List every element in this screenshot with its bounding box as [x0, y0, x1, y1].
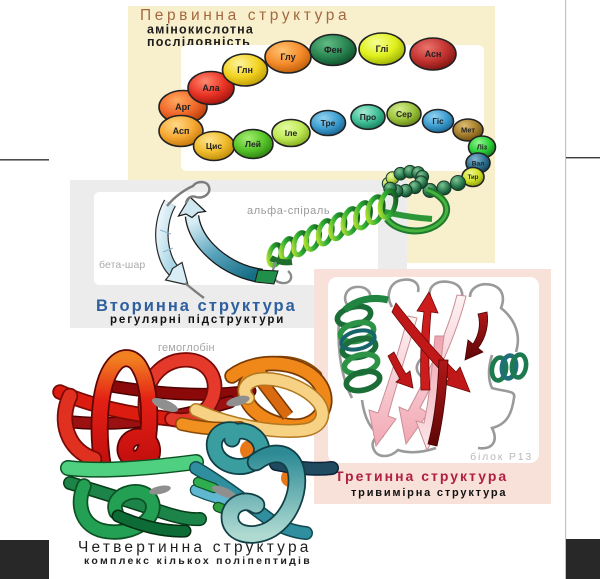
svg-text:Фен: Фен [324, 45, 342, 55]
svg-text:тривимірна структура: тривимірна структура [351, 487, 507, 499]
svg-text:амінокислотна: амінокислотна [147, 23, 254, 37]
svg-text:Сер: Сер [396, 109, 412, 119]
svg-text:білок Р13: білок Р13 [470, 451, 533, 463]
svg-text:Ліз: Ліз [477, 144, 488, 152]
svg-text:Глн: Глн [237, 65, 253, 75]
svg-text:Вторинна структура: Вторинна структура [96, 297, 297, 315]
svg-text:Лей: Лей [245, 139, 261, 149]
svg-text:Глу: Глу [280, 52, 295, 62]
svg-text:Тре: Тре [321, 118, 336, 128]
svg-text:Мет: Мет [461, 126, 475, 135]
svg-text:Вал: Вал [472, 160, 484, 167]
svg-text:Цис: Цис [206, 141, 222, 151]
svg-text:Асп: Асп [173, 126, 190, 136]
svg-text:Первинна структура: Первинна структура [140, 7, 350, 24]
svg-text:бета-шар: бета-шар [99, 259, 145, 271]
svg-text:Тир: Тир [468, 175, 479, 181]
svg-text:комплекс кількох поліпептидів: комплекс кількох поліпептидів [84, 555, 312, 567]
svg-text:Глі: Глі [376, 44, 389, 54]
svg-text:Арг: Арг [175, 102, 191, 112]
svg-text:Четвертинна структура: Четвертинна структура [78, 539, 312, 556]
svg-text:Третинна структура: Третинна структура [335, 468, 508, 484]
svg-text:Асн: Асн [425, 49, 442, 59]
svg-text:Гіс: Гіс [432, 117, 444, 126]
svg-text:Ала: Ала [202, 83, 220, 93]
svg-text:Іле: Іле [285, 128, 298, 138]
svg-text:альфа-спіраль: альфа-спіраль [247, 205, 330, 217]
svg-text:Про: Про [360, 112, 377, 122]
svg-text:регулярні підструктури: регулярні підструктури [110, 314, 285, 326]
svg-text:гемоглобін: гемоглобін [158, 342, 215, 354]
